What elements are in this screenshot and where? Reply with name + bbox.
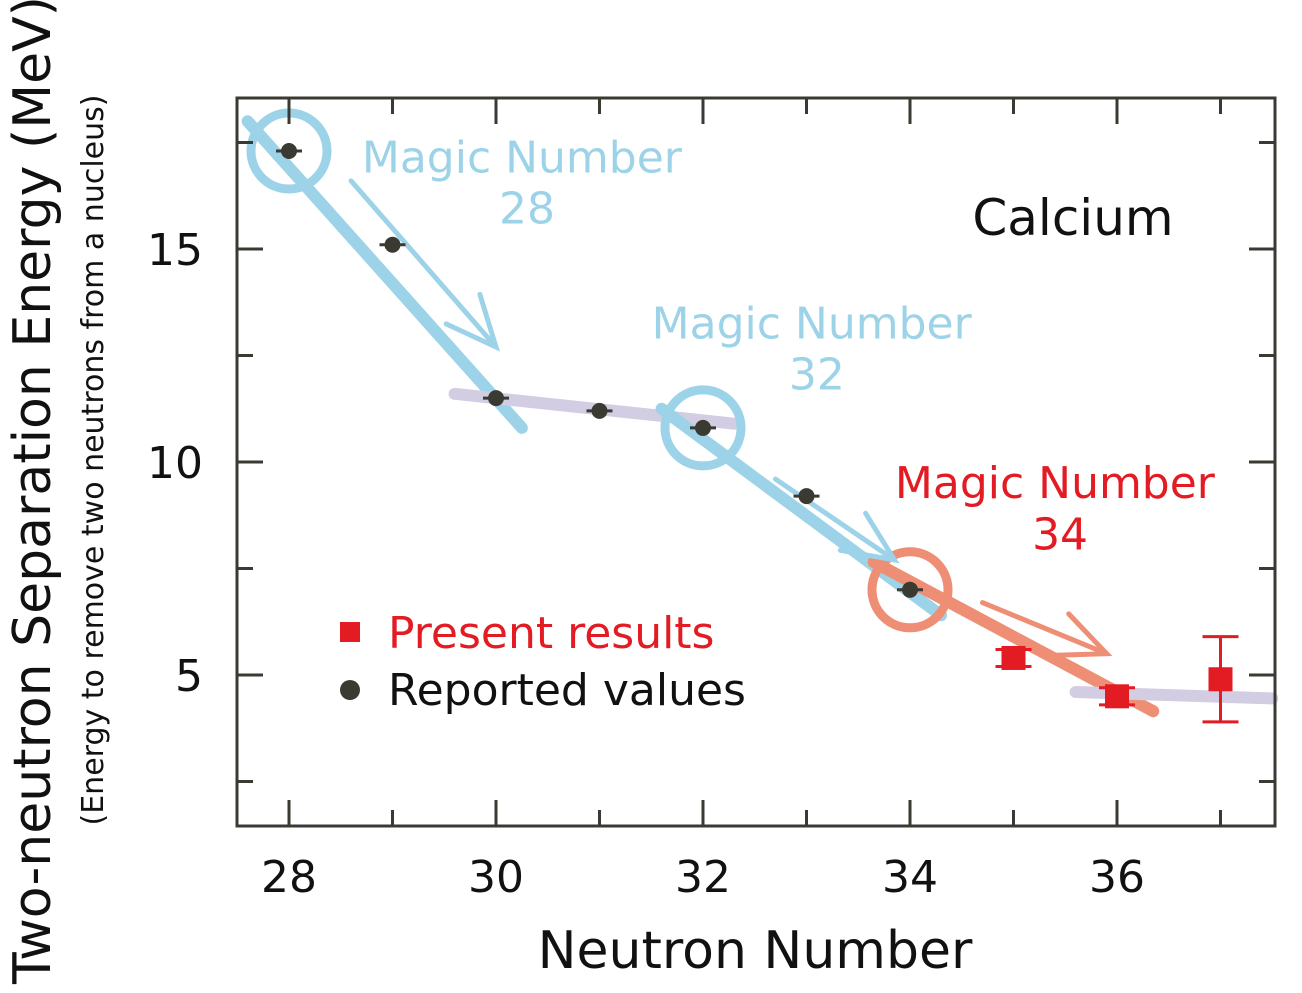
- arrow-1: [772, 476, 900, 564]
- tick-labels-layer: 28 30 32 34 36 5 10 15: [147, 225, 1145, 903]
- annotation-label-2: Magic Number: [895, 458, 1216, 509]
- arrow-shaft-1: [772, 476, 897, 563]
- y-axis-title: Two-neutron Separation Energy (MeV): [3, 0, 63, 985]
- x-axis-title: Neutron Number: [538, 921, 973, 981]
- x-tick-label-28: 28: [261, 852, 317, 903]
- present-point-37: [1202, 635, 1239, 724]
- plot-frame-layer: [235, 96, 1277, 828]
- x-tick-label-32: 32: [675, 852, 731, 903]
- point-marker-29: [384, 236, 401, 253]
- point-marker-30: [488, 390, 504, 407]
- point-marker-35: [1001, 645, 1026, 670]
- data-points-layer: [276, 143, 1239, 724]
- y-tick-label-10: 10: [147, 438, 203, 489]
- reported-point-31: [586, 402, 613, 419]
- annotation-label-0: Magic Number: [362, 132, 683, 183]
- legend-marker-present: [340, 622, 360, 642]
- point-marker-28: [281, 143, 297, 160]
- annotation-number-2: 34: [1032, 509, 1088, 560]
- arrow-head-2: [1049, 611, 1113, 658]
- reported-point-29: [379, 236, 406, 253]
- legend-label-reported: Reported values: [388, 665, 746, 716]
- annotation-number-0: 28: [499, 183, 555, 234]
- point-marker-32: [695, 419, 711, 436]
- annotation-number-1: 32: [789, 350, 845, 401]
- arrow-2: [979, 600, 1113, 658]
- arrow-shaft-2: [979, 600, 1110, 657]
- reported-point-32: [690, 419, 716, 436]
- y-tick-label-5: 5: [175, 651, 203, 702]
- x-tick-label-34: 34: [882, 852, 938, 903]
- magic-circle-2: [867, 547, 953, 633]
- legend-marker-reported: [340, 680, 360, 700]
- arrow-0: [348, 178, 501, 352]
- magic-circle-1: [660, 385, 746, 471]
- arrow-head-1: [837, 510, 900, 564]
- trend-line-2: [655, 402, 948, 622]
- arrow-shaft-0: [348, 178, 499, 350]
- y-axis-subtitle: (Energy to remove two neutrons from a nu…: [76, 95, 111, 826]
- point-marker-37: [1208, 667, 1233, 692]
- point-marker-33: [798, 488, 815, 505]
- reported-point-30: [483, 390, 509, 407]
- annotation-label-1: Magic Number: [652, 298, 973, 349]
- arrows-layer: [348, 178, 1113, 658]
- reported-point-34: [897, 581, 923, 598]
- element-label: Calcium: [972, 189, 1173, 247]
- y-tick-label-15: 15: [147, 225, 203, 276]
- trend-line-0: [241, 115, 528, 434]
- legend: Present results Reported values: [340, 608, 746, 716]
- arrow-head-0: [443, 291, 501, 352]
- present-point-36: [1099, 684, 1135, 709]
- reported-point-28: [276, 143, 302, 160]
- x-tick-label-30: 30: [468, 852, 524, 903]
- x-tick-label-36: 36: [1089, 852, 1145, 903]
- reported-point-33: [793, 488, 820, 505]
- present-point-35: [995, 645, 1032, 670]
- point-marker-34: [902, 581, 918, 598]
- legend-label-present: Present results: [388, 608, 714, 659]
- point-marker-36: [1105, 684, 1129, 709]
- point-marker-31: [591, 402, 608, 419]
